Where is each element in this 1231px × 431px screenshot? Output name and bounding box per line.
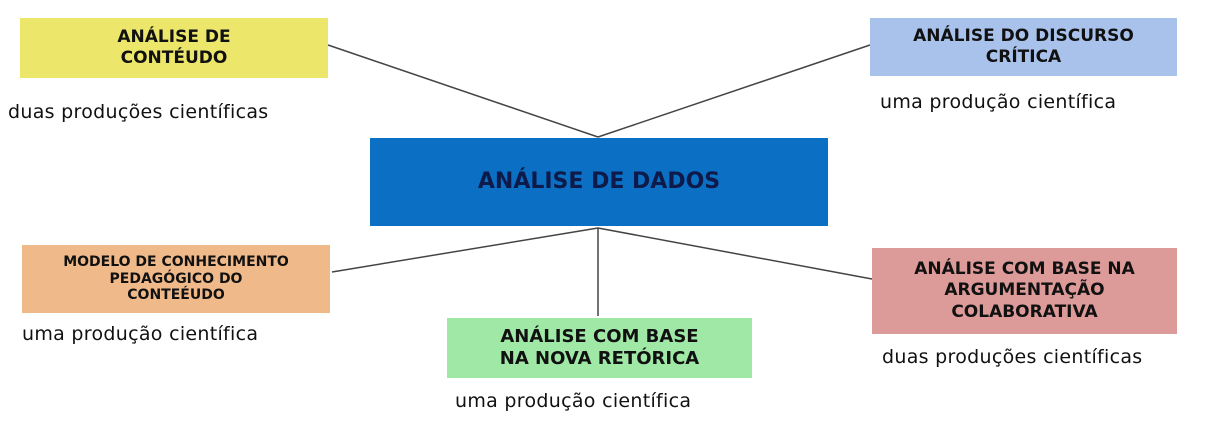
node-caption: duas produções científicas (8, 101, 269, 123)
node-argumentacao: ANÁLISE COM BASE NA ARGUMENTAÇÃO COLABOR… (872, 248, 1177, 334)
node-caption: uma produção científica (22, 323, 259, 345)
node-retorica: ANÁLISE COM BASE NA NOVA RETÓRICA (447, 318, 752, 378)
node-caption: uma produção científica (455, 390, 692, 412)
node-caption: uma produção científica (880, 91, 1117, 113)
connector-discurso (597, 44, 871, 138)
center-label: ANÁLISE DE DADOS (477, 169, 721, 195)
connector-conteudo (327, 44, 599, 138)
connector-modelo (331, 227, 599, 273)
node-modelo: MODELO DE CONHECIMENTO PEDAGÓGICO DO CON… (22, 245, 330, 313)
node-caption: duas produções científicas (882, 346, 1143, 368)
node-conteudo: ANÁLISE DE CONTÉUDO (20, 18, 328, 78)
node-label: ANÁLISE COM BASE NA ARGUMENTAÇÃO COLABOR… (914, 259, 1135, 322)
connector-argumentacao (597, 227, 873, 280)
node-label: ANÁLISE DO DISCURSO CRÍTICA (913, 25, 1134, 67)
node-label: ANÁLISE DE CONTÉUDO (117, 26, 231, 68)
node-label: MODELO DE CONHECIMENTO PEDAGÓGICO DO CON… (63, 253, 289, 304)
node-discurso: ANÁLISE DO DISCURSO CRÍTICA (870, 18, 1177, 76)
center-node: ANÁLISE DE DADOS (370, 138, 828, 226)
node-label: ANÁLISE COM BASE NA NOVA RETÓRICA (499, 325, 700, 370)
